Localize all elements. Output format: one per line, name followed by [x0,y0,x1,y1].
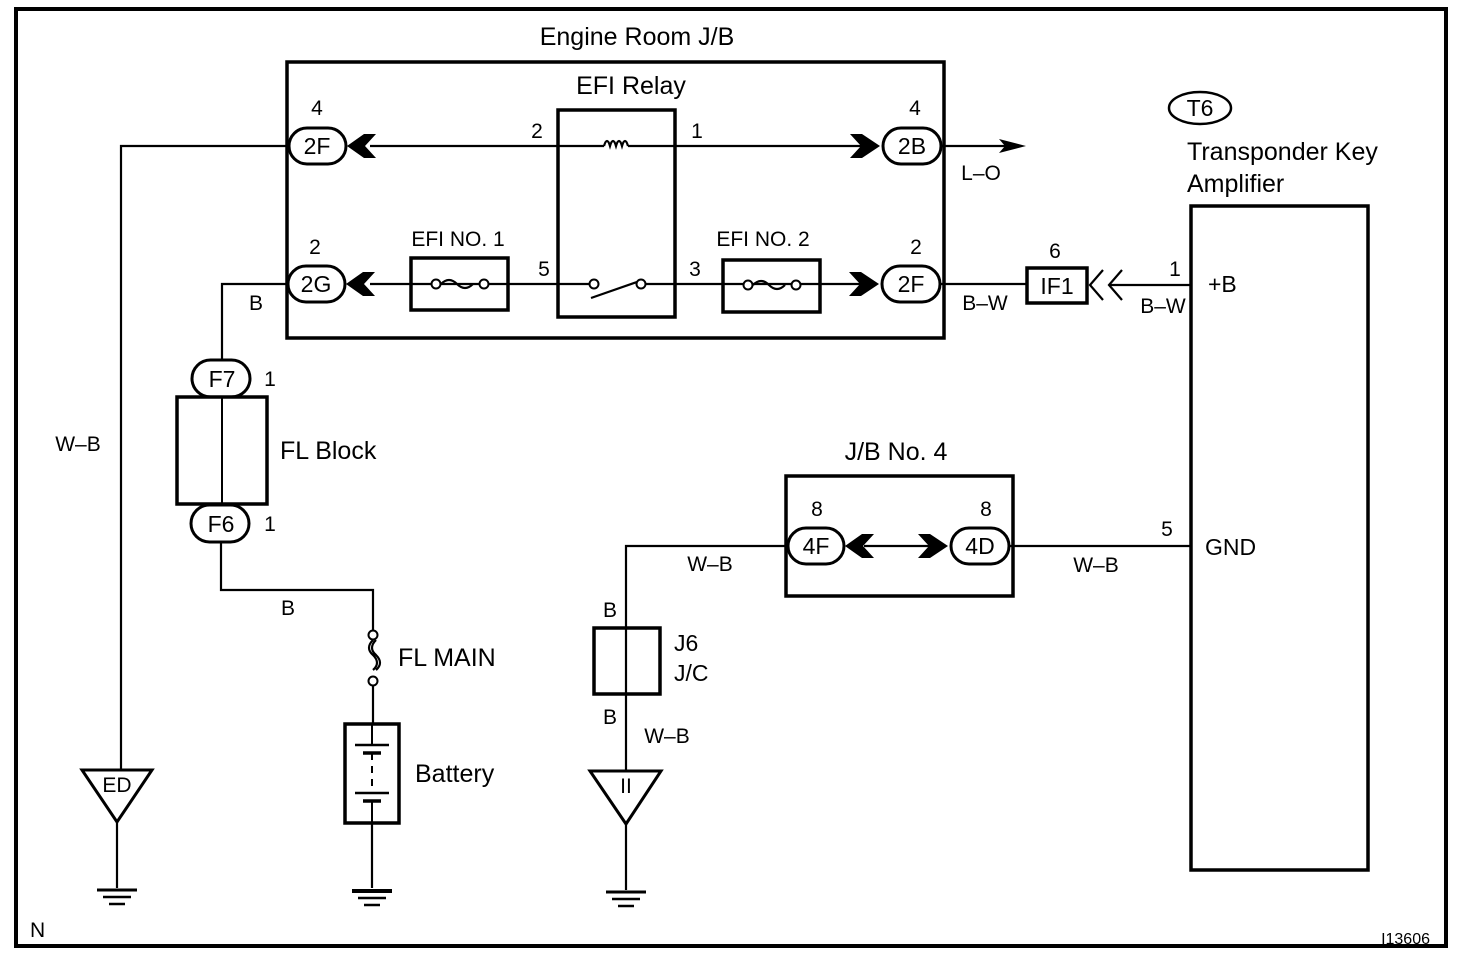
if1-id: IF1 [1040,273,1073,299]
amp-name-line1: Transponder Key [1187,138,1378,166]
wire-2F-to-ED [119,144,289,770]
female-terminal-icon [347,134,376,158]
conn-F6-id: F6 [208,511,235,537]
amp-pin-gnd-label: GND [1205,534,1256,560]
female-terminal-icon [845,534,874,558]
conn-4D-id: 4D [965,533,994,559]
conn-F7-id: F7 [209,366,236,392]
conn-2B-id: 2B [898,133,926,159]
engine-room-jb-title: Engine Room J/B [540,23,735,51]
connector-2B [881,126,943,166]
chevron-left-icon [1088,269,1104,301]
ground-point-ED [79,768,155,825]
conn-2G-pin: 2 [309,236,321,259]
jb4-box [784,474,1015,598]
fuse-efi1-box [409,256,510,312]
wire-color-W-B-left: W–B [55,433,101,456]
wire-F6-to-FLMAIN [219,542,375,630]
battery-icon [355,724,389,823]
corner-code: N [30,919,45,942]
switch-contact-left [588,278,600,290]
conn-4D-pin: 8 [980,498,992,521]
conn-2F-bottom-id: 2F [898,271,925,297]
ground-II-label: II [620,775,632,798]
relay-pin-2: 2 [531,120,543,143]
j6-label-line2: J/C [674,660,709,686]
battery-label: Battery [415,760,495,788]
fuse-efi1-label: EFI NO. 1 [411,228,504,251]
fuse-icon [440,278,474,290]
transponder-amplifier-box [1189,204,1370,872]
conn-4F-pin: 8 [811,498,823,521]
wire-color-W-B-jb4-left: W–B [687,553,733,576]
relay-pin-1: 1 [691,120,703,143]
fusible-link-icon [367,639,382,671]
fuse-efi2-box [721,258,822,314]
wire-color-B-FL: B [281,597,295,620]
conn-2F-top-id: 2F [304,133,331,159]
relay-pin-5: 5 [538,258,550,281]
efi-relay-label: EFI Relay [576,72,686,100]
conn-2F-bottom-pin: 2 [910,236,922,259]
conn-2F-top-pin: 4 [311,97,323,120]
male-terminal-icon [918,534,948,558]
wire-color-B-j6-bottom: B [603,706,617,729]
fuse-efi2-terminal [742,279,754,291]
j6-label-line1: J6 [674,630,698,656]
switch-contact-right [635,278,647,290]
figure-id: I13606 [1381,931,1430,948]
male-terminal-icon [850,134,880,158]
j6-junction-box [592,626,662,696]
chevron-left-icon [1107,269,1123,301]
fuse-efi1-terminal [478,278,490,290]
ground-icon [606,890,646,908]
fuse-efi2-terminal [790,279,802,291]
wire-color-L-O: L–O [961,162,1001,185]
amp-ref: T6 [1187,95,1214,121]
wire-2G-to-F7 [220,282,289,360]
ground-point-II [587,769,664,827]
arrow-right-icon [999,139,1026,153]
amp-pin-plusB-label: +B [1208,271,1237,297]
conn-4F-id: 4F [803,533,830,559]
jb4-title: J/B No. 4 [845,438,948,466]
ground-ED-label: ED [102,774,131,797]
connector-2F-bottom [880,264,942,304]
wire-color-B-W-2: B–W [1140,295,1186,318]
relay-coil-icon [602,139,630,150]
conn-2G-id: 2G [301,271,332,297]
if1-pin: 6 [1049,240,1061,263]
fl-block-label: FL Block [280,437,377,465]
connector-IF1 [1025,266,1089,305]
conn-F6-pin: 1 [264,513,276,536]
ground-icon [97,888,137,906]
amp-pin-5: 5 [1161,518,1173,541]
fuse-efi1-terminal [430,278,442,290]
wire-color-B-W-1: B–W [962,292,1008,315]
wire-color-W-B-jb4-right: W–B [1073,554,1119,577]
component-ref-badge [1167,90,1233,126]
wire-color-B-2G: B [249,292,263,315]
male-terminal-icon [849,272,879,296]
conn-F7-pin: 1 [264,368,276,391]
amp-name-line2: Amplifier [1187,170,1284,198]
diagram-frame [14,7,1448,948]
fl-main-terminal [367,629,379,641]
conn-2B-pin: 4 [909,97,921,120]
female-terminal-icon [346,272,375,296]
engine-room-jb-box [285,60,946,340]
fl-main-terminal [367,675,379,687]
wire-color-B-j6-top: B [603,599,617,622]
fuse-efi2-label: EFI NO. 2 [716,228,809,251]
amp-pin-1: 1 [1169,258,1181,281]
ground-icon [352,889,392,907]
fl-main-label: FL MAIN [398,644,496,672]
fuse-icon [752,279,786,291]
efi-relay-box [556,108,677,319]
relay-pin-3: 3 [689,258,701,281]
relay-switch-icon [590,280,638,300]
wire-color-W-B-j6: W–B [644,725,690,748]
connector-4D [949,526,1011,566]
